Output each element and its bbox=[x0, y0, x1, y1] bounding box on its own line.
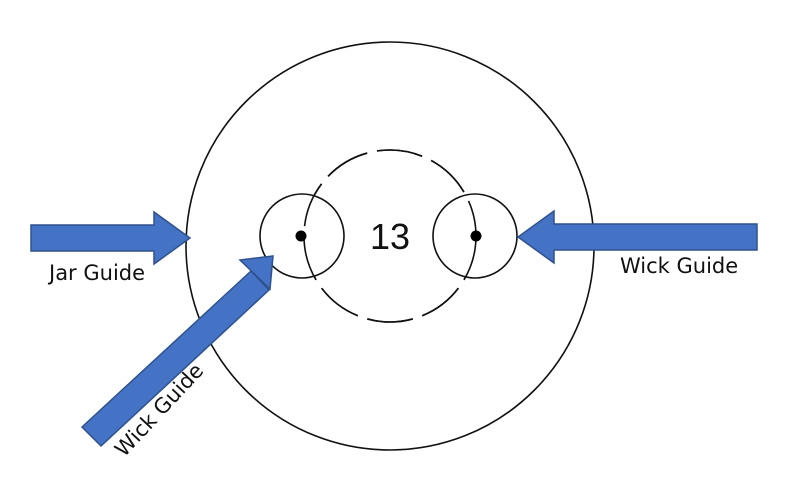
right-wick-dot bbox=[470, 230, 482, 242]
left-wick-dot bbox=[295, 230, 307, 242]
wick-guide-diagonal-arrowhead bbox=[238, 255, 274, 291]
center-number: 13 bbox=[370, 216, 410, 257]
wick-guide-right-label: Wick Guide bbox=[620, 254, 738, 278]
jar-guide-arrow bbox=[30, 210, 192, 266]
wick-guide-right-arrow bbox=[516, 209, 758, 265]
wick-guide-diagonal-arrow-shaft bbox=[80, 269, 271, 448]
jar-guide-label: Jar Guide bbox=[47, 261, 145, 285]
